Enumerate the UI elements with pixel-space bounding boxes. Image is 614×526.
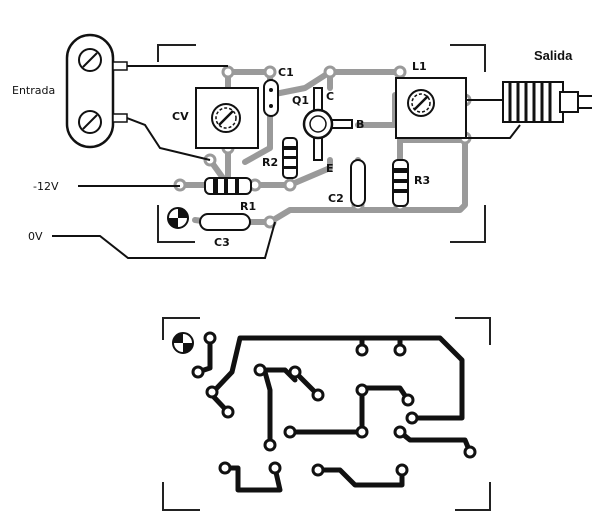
label-salida: Salida	[534, 48, 573, 63]
label-neg12v: -12V	[33, 180, 59, 193]
input-wire-bottom	[126, 117, 211, 161]
label-0v: 0V	[28, 230, 43, 243]
label-r1: R1	[240, 200, 256, 213]
output-connector	[465, 81, 592, 139]
capacitor-c2	[350, 159, 366, 207]
label-c2: C2	[328, 192, 344, 205]
label-r2: R2	[262, 156, 278, 169]
label-entrada: Entrada	[12, 84, 55, 97]
label-cv: CV	[172, 110, 189, 123]
label-c3: C3	[214, 236, 230, 249]
label-pin-b: B	[356, 118, 364, 131]
transistor-q1	[302, 87, 353, 161]
label-r3: R3	[414, 174, 430, 187]
resistor-r1	[204, 177, 252, 195]
component-board-frame	[157, 44, 486, 243]
label-l1: L1	[412, 60, 427, 73]
copper-pads	[191, 331, 477, 477]
resistor-r2	[282, 137, 298, 179]
component-side-view: Entrada Salida -12V 0V CV C1 L1 Q1 C B E…	[12, 33, 592, 259]
fiducial-mark-bottom	[172, 332, 194, 354]
copper-board-frame	[162, 317, 491, 511]
input-terminal-block	[65, 33, 128, 149]
resistor-r3	[392, 159, 409, 207]
supply-wire-0v	[52, 221, 276, 259]
label-pin-e: E	[326, 162, 334, 175]
capacitor-c1	[263, 79, 279, 117]
inductor-l1	[395, 77, 467, 139]
label-pin-c: C	[326, 90, 334, 103]
trimmer-capacitor-cv	[195, 87, 259, 149]
label-q1: Q1	[292, 94, 309, 107]
capacitor-c3	[199, 213, 251, 231]
copper-side-view	[162, 317, 491, 511]
fiducial-mark-top	[167, 207, 189, 229]
copper-traces	[195, 335, 473, 493]
label-c1: C1	[278, 66, 294, 79]
